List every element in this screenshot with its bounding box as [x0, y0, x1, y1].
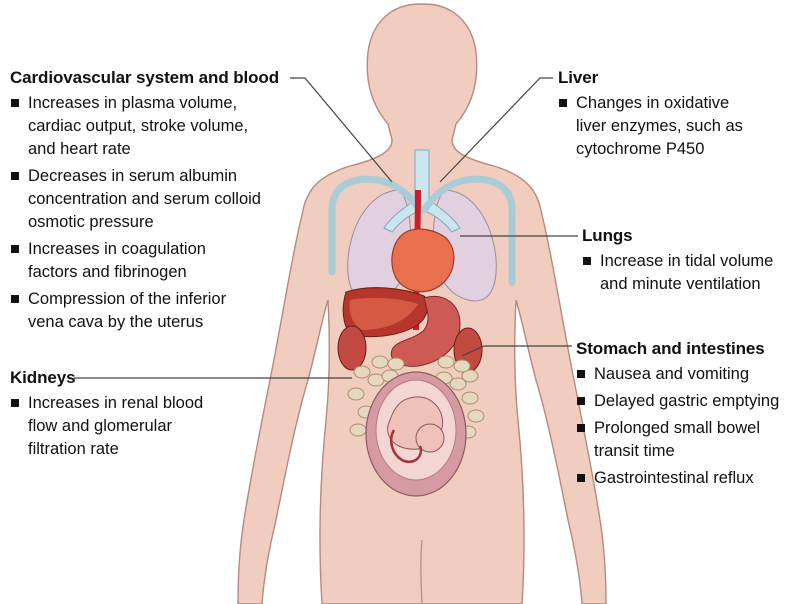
- intestine-loop: [453, 359, 471, 373]
- cardiovascular-list: Increases in plasma volume,cardiac outpu…: [10, 92, 300, 334]
- intestine-loop: [437, 355, 455, 369]
- list-item: Increases in plasma volume,cardiac outpu…: [10, 92, 300, 161]
- umbilical-cord: [390, 429, 423, 463]
- leader-cardiovascular: [290, 77, 393, 183]
- intestine-loop: [347, 387, 365, 401]
- intestine-loop: [461, 391, 479, 405]
- list-item: Nausea and vomiting: [576, 363, 796, 386]
- tube-right: [420, 175, 516, 286]
- cardiovascular-title: Cardiovascular system and blood: [10, 68, 279, 87]
- kidneys-title: Kidneys: [10, 368, 76, 387]
- intestine-loop: [467, 409, 485, 423]
- kidney-left: [337, 325, 367, 371]
- leg-divider: [420, 539, 423, 604]
- leader-lines: [74, 77, 578, 379]
- liver-title: Liver: [558, 68, 599, 87]
- heart: [391, 228, 455, 293]
- stomach-list: Nausea and vomiting Delayed gastric empt…: [576, 363, 796, 490]
- leader-stomach: [461, 345, 572, 357]
- list-item: Delayed gastric emptying: [576, 390, 796, 413]
- intestine-loop: [349, 423, 367, 437]
- stomach-title: Stomach and intestines: [576, 339, 765, 358]
- intestine-loop: [353, 365, 371, 379]
- intestine-loop: [371, 355, 389, 369]
- liver-shade: [349, 297, 418, 330]
- cardiovascular-block: Cardiovascular system and blood Increase…: [10, 67, 300, 338]
- list-item: Gastrointestinal reflux: [576, 467, 796, 490]
- lungs-title: Lungs: [582, 226, 633, 245]
- intestine-loop: [461, 369, 479, 383]
- leader-liver: [439, 77, 553, 183]
- fetus-head: [415, 423, 445, 453]
- intestine-loop: [387, 357, 405, 371]
- tube-left: [328, 175, 424, 276]
- intestine-loop: [449, 377, 467, 391]
- stomach-block: Stomach and intestines Nausea and vomiti…: [576, 338, 796, 494]
